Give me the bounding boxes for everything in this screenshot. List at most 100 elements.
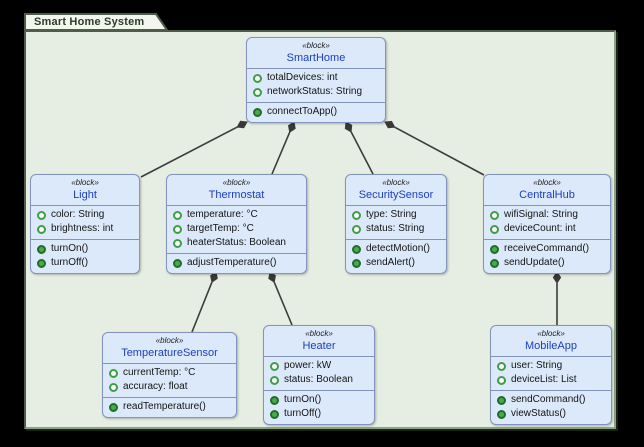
attribute-label: brightness: int (51, 223, 114, 234)
composition-diamond-icon (268, 271, 276, 284)
operation-label: turnOff() (284, 408, 322, 419)
block-name: CentralHub (519, 189, 575, 201)
block-mobileapp[interactable]: «block» MobileApp user: String deviceList: … (490, 325, 612, 425)
attribute-label: accuracy: float (123, 381, 188, 392)
operations-compartment: turnOn() turnOff() (31, 239, 139, 273)
attribute-label: status: String (366, 223, 425, 234)
block-name: SecuritySensor (358, 189, 434, 201)
attribute-item: brightness: int (37, 222, 133, 236)
block-name: MobileApp (525, 340, 577, 352)
block-header: «block»TemperatureSensor (103, 333, 236, 363)
composition-diamond-icon (236, 120, 248, 129)
operation-item: readTemperature() (109, 400, 230, 414)
attribute-label: power: kW (284, 360, 332, 371)
block-stereotype: «block» (537, 329, 565, 338)
block-header: «block»Light (31, 175, 139, 205)
attribute-label: heaterStatus: Boolean (187, 237, 286, 248)
operation-label: sendAlert() (366, 257, 415, 268)
attribute-label: status: Boolean (284, 374, 353, 385)
operation-item: sendAlert() (352, 256, 440, 270)
block-light[interactable]: «block»Light color: String brightness: int… (30, 174, 140, 274)
composition-diamond-icon (210, 271, 218, 284)
block-stereotype: «block» (302, 41, 330, 50)
attribute-item: accuracy: float (109, 380, 230, 394)
operation-item: sendUpdate() (490, 256, 604, 270)
operation-icon (497, 395, 506, 405)
composition-connector-smarthome-centralhub (384, 120, 485, 176)
operation-icon (37, 244, 46, 254)
operations-compartment: turnOn() turnOff() (264, 390, 374, 424)
attribute-label: networkStatus: String (267, 86, 363, 97)
operation-icon (352, 244, 361, 254)
block-stereotype: «block» (155, 336, 184, 345)
attributes-compartment: currentTemp: °C accuracy: float (103, 363, 236, 397)
block-stereotype: «block» (305, 329, 333, 338)
attribute-label: deviceList: List (511, 374, 577, 385)
operation-label: viewStatus() (511, 408, 567, 419)
operation-label: receiveCommand() (504, 243, 590, 254)
operation-icon (270, 395, 279, 405)
operation-item: receiveCommand() (490, 242, 604, 256)
attribute-icon (497, 375, 506, 385)
composition-connector-smarthome-securitysensor (344, 121, 374, 175)
operation-label: turnOff() (51, 257, 89, 268)
attributes-compartment: color: String brightness: int (31, 205, 139, 239)
attribute-item: status: Boolean (270, 373, 368, 387)
attribute-icon (270, 361, 279, 371)
operation-icon (490, 244, 499, 254)
operation-icon (173, 258, 182, 268)
operation-item: turnOff() (37, 256, 133, 270)
attribute-label: color: String (51, 209, 105, 220)
operation-item: connectToApp() (253, 105, 379, 119)
attributes-compartment: totalDevices: int networkStatus: String (247, 68, 385, 102)
operations-compartment: sendCommand()viewStatus() (491, 390, 611, 424)
attribute-icon (173, 238, 182, 248)
composition-connector-smarthome-thermostat (271, 121, 296, 175)
block-securitysensor[interactable]: «block» SecuritySensor type: String status:… (345, 174, 447, 274)
attribute-label: currentTemp: °C (123, 367, 196, 378)
attribute-item: status: String (352, 222, 440, 236)
attribute-icon (109, 368, 118, 378)
attribute-item: color: String (37, 208, 133, 222)
block-name: SmartHome (286, 52, 346, 64)
attribute-icon (490, 224, 499, 234)
operation-item: viewStatus() (497, 407, 605, 421)
attributes-compartment: user: String deviceList: List (491, 356, 611, 390)
attribute-item: networkStatus: String (253, 85, 379, 99)
block-header: «block» MobileApp (491, 326, 611, 356)
composition-connector-thermostat-heater (268, 271, 293, 326)
block-header: «block» CentralHub (484, 175, 610, 205)
operations-compartment: detectMotion()sendAlert() (346, 239, 446, 273)
operation-label: turnOn() (51, 243, 89, 254)
operation-icon (109, 402, 118, 412)
attribute-label: totalDevices: int (267, 72, 338, 83)
block-name: Thermostat (208, 189, 265, 201)
composition-connector-smarthome-light (140, 120, 248, 178)
attributes-compartment: type: String status: String (346, 205, 446, 239)
attribute-label: targetTemp: °C (187, 223, 254, 234)
attribute-icon (173, 210, 182, 220)
composition-diamond-icon (384, 120, 396, 129)
attribute-item: heaterStatus: Boolean (173, 236, 300, 250)
attribute-label: user: String (511, 360, 563, 371)
attribute-icon (490, 210, 499, 220)
block-stereotype: «block» (382, 178, 410, 187)
block-temperaturesensor[interactable]: «block»TemperatureSensor currentTemp: °C a… (102, 332, 237, 418)
operation-icon (270, 409, 279, 419)
operations-compartment: receiveCommand() sendUpdate() (484, 239, 610, 273)
attribute-label: type: String (366, 209, 417, 220)
operation-label: turnOn() (284, 394, 322, 405)
attribute-icon (270, 375, 279, 385)
block-stereotype: «block» (533, 178, 561, 187)
attribute-item: deviceCount: int (490, 222, 604, 236)
block-smarthome[interactable]: «block» SmartHome totalDevices: int network… (246, 37, 386, 123)
attribute-icon (37, 224, 46, 234)
attribute-label: temperature: °C (187, 209, 258, 220)
attribute-icon (109, 382, 118, 392)
